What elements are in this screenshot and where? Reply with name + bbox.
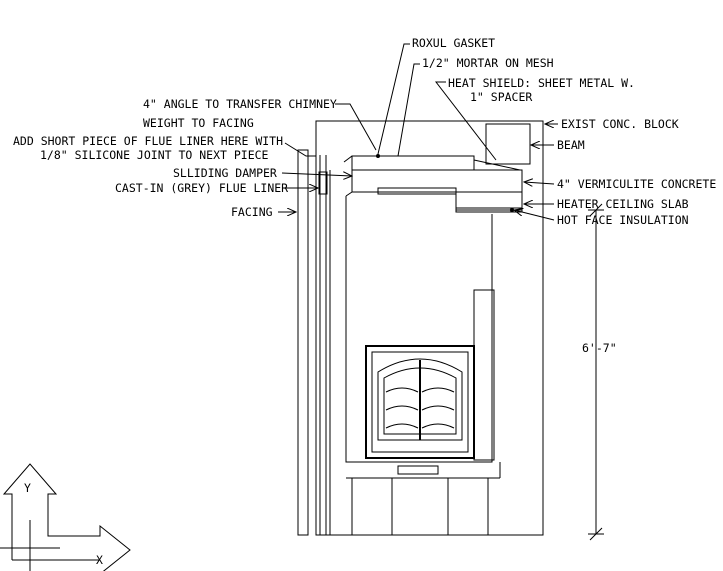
facing-and-flue-liner xyxy=(318,155,331,535)
ucs-axis-icon: Y X xyxy=(0,463,131,571)
hot-face-insulation xyxy=(377,187,457,195)
label-flue-liner-1: ADD SHORT PIECE OF FLUE LINER HERE WITH xyxy=(13,134,283,148)
height-dimension: 6'-7" xyxy=(582,203,617,541)
height-dimension-label: 6'-7" xyxy=(582,341,617,355)
label-mortar-on-mesh: 1/2" MORTAR ON MESH xyxy=(422,56,554,70)
label-heat-shield-1: HEAT SHIELD: SHEET METAL W. xyxy=(448,76,635,90)
exist-conc-block xyxy=(485,123,531,165)
label-heat-shield-2: 1" SPACER xyxy=(470,90,532,104)
label-vermiculite-concrete: 4" VERMICULITE CONCRETE xyxy=(557,177,716,191)
label-heater-ceiling-slab: HEATER CEILING SLAB xyxy=(557,197,689,211)
label-exist-conc-block: EXIST CONC. BLOCK xyxy=(561,117,679,131)
mortar-on-mesh xyxy=(351,155,475,171)
label-roxul-gasket: ROXUL GASKET xyxy=(412,36,495,50)
label-flue-liner-2: 1/8" SILICONE JOINT TO NEXT PIECE xyxy=(40,148,269,162)
ceiling-assembly xyxy=(343,155,523,213)
x-axis-label: X xyxy=(96,553,103,567)
label-sliding-damper: SLLIDING DAMPER xyxy=(173,166,277,180)
label-facing: FACING xyxy=(231,205,273,219)
label-hot-face-insulation: HOT FACE INSULATION xyxy=(557,213,689,227)
label-beam: BEAM xyxy=(557,138,585,152)
heater-ceiling-slab xyxy=(455,191,523,211)
heater-body xyxy=(345,191,501,536)
y-axis-label: Y xyxy=(24,481,31,495)
leader-lines xyxy=(278,43,558,221)
annotation-labels: ROXUL GASKET 1/2" MORTAR ON MESH HEAT SH… xyxy=(13,36,716,227)
label-angle-1: 4" ANGLE TO TRANSFER CHIMNEY xyxy=(143,97,337,111)
label-angle-2: WEIGHT TO FACING xyxy=(143,116,254,130)
vermiculite-concrete xyxy=(351,169,523,193)
label-cast-in-flue-liner: CAST-IN (GREY) FLUE LINER xyxy=(115,181,288,195)
sliding-damper xyxy=(318,171,328,195)
outer-enclosure xyxy=(297,120,544,536)
fire-door xyxy=(365,345,475,459)
